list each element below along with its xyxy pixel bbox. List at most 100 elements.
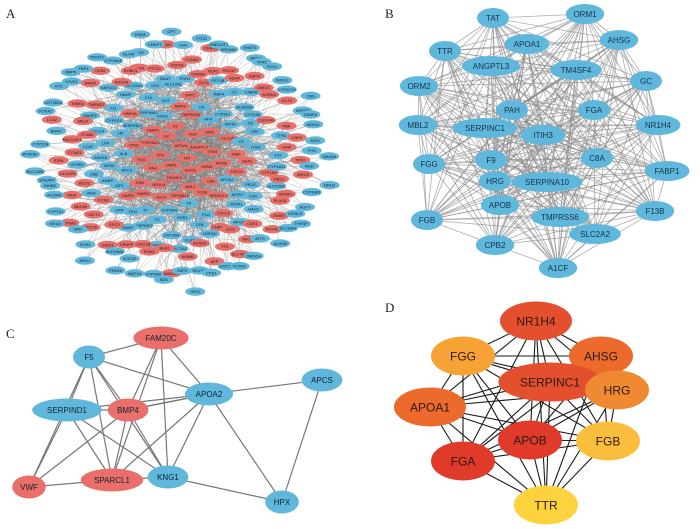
network-edge bbox=[417, 124, 559, 269]
node-label: CKS2 bbox=[95, 68, 106, 73]
node-cps1 bbox=[201, 268, 222, 278]
node-label: ORM1 bbox=[573, 10, 597, 19]
node-label: MDK bbox=[67, 193, 76, 198]
node-cfhr2 bbox=[67, 160, 88, 169]
node-hfe2 bbox=[185, 287, 206, 296]
node-label: F13B bbox=[645, 207, 664, 216]
node-a1cf bbox=[538, 258, 578, 278]
node-kng1 bbox=[152, 111, 173, 121]
network-edge bbox=[167, 393, 210, 478]
node-label: APOB bbox=[489, 201, 511, 210]
network-edge bbox=[96, 104, 106, 144]
node-label: VTN bbox=[151, 83, 159, 88]
node-label: CPB2 bbox=[129, 143, 140, 148]
node-label: ECT2 bbox=[282, 98, 293, 103]
node-cndp1 bbox=[144, 40, 165, 49]
node-label: CDC20 bbox=[84, 225, 98, 230]
node-label: THRSP bbox=[294, 221, 308, 226]
node-label: SLC10A1 bbox=[165, 82, 183, 87]
node-label: SRD5A2 bbox=[221, 47, 237, 52]
node-nr1i3 bbox=[44, 219, 65, 228]
network-edge bbox=[426, 17, 494, 221]
node-label: HPR bbox=[115, 207, 124, 212]
network-edge bbox=[203, 82, 280, 216]
node-hamp bbox=[115, 90, 136, 99]
network-edge bbox=[418, 85, 428, 221]
network-edge bbox=[28, 356, 90, 488]
node-label: GC bbox=[640, 77, 652, 86]
node-ccna2 bbox=[181, 55, 202, 64]
node-label: FGB bbox=[136, 180, 145, 185]
node-apob bbox=[480, 195, 520, 215]
node-label: HRG bbox=[486, 177, 504, 186]
node-apoa1 bbox=[504, 34, 550, 54]
network-edge bbox=[490, 80, 647, 161]
node-gc bbox=[157, 131, 178, 141]
node-apoe bbox=[99, 161, 120, 170]
node-label: HPD bbox=[74, 227, 83, 232]
node-f9 bbox=[165, 122, 186, 131]
node-label: TTR bbox=[534, 498, 558, 512]
node-label: HGFAC bbox=[203, 231, 217, 236]
network-edge bbox=[189, 94, 306, 208]
network-edge bbox=[428, 109, 595, 165]
node-apcs bbox=[301, 368, 343, 392]
network-edge bbox=[546, 109, 595, 183]
node-plac8 bbox=[269, 196, 290, 205]
node-label: F10 bbox=[145, 95, 153, 100]
network-edge bbox=[418, 85, 595, 111]
network-edge bbox=[191, 125, 287, 241]
node-label: PAH bbox=[149, 165, 157, 170]
node-apcs bbox=[116, 166, 137, 175]
node-kng1 bbox=[147, 465, 189, 489]
network-edge bbox=[418, 85, 659, 126]
node-label: APOH bbox=[225, 122, 236, 127]
node-pttg1 bbox=[144, 64, 165, 73]
node-label: MELK bbox=[78, 118, 89, 123]
node-label: SERPINC1 bbox=[465, 124, 506, 133]
network-edge bbox=[535, 320, 547, 506]
network-edge bbox=[281, 379, 323, 503]
node-label: SERPINA10 bbox=[167, 193, 190, 198]
node-label: TTK bbox=[221, 244, 229, 249]
network-edge bbox=[499, 204, 656, 212]
node-label: AHSG bbox=[185, 168, 196, 173]
node-label: NR1H4 bbox=[152, 182, 166, 187]
panel-a-network: TATORM1APOA1AHSGTTRANGPTL3TM4SF4GCORM2PA… bbox=[20, 27, 340, 296]
network-edge bbox=[494, 157, 598, 246]
node-label: RBP4 bbox=[214, 91, 225, 96]
node-nr1h4 bbox=[500, 301, 572, 341]
node-label: CFB bbox=[196, 222, 204, 227]
node-dmgdh bbox=[243, 251, 264, 261]
node-f5 bbox=[73, 345, 105, 369]
node-cdk1 bbox=[242, 219, 263, 228]
node-ccnb1 bbox=[64, 148, 85, 157]
node-nr1h4 bbox=[148, 180, 169, 189]
node-label: LCN2 bbox=[47, 117, 58, 122]
node-foxm1 bbox=[262, 225, 283, 234]
node-ttr bbox=[429, 41, 461, 61]
network-edge bbox=[417, 124, 496, 182]
node-ttpa bbox=[270, 131, 291, 140]
node-robo1 bbox=[120, 66, 141, 75]
network-edge bbox=[203, 82, 240, 267]
node-shmt1 bbox=[239, 43, 260, 52]
node-crhbp bbox=[188, 69, 209, 79]
node-label: PBK bbox=[283, 123, 291, 128]
node-clec4g bbox=[255, 116, 276, 125]
panel-b-letter: B bbox=[385, 6, 394, 21]
node-ppara bbox=[105, 266, 126, 275]
network-edge bbox=[490, 13, 586, 161]
node-serpind1 bbox=[122, 121, 143, 130]
node-label: TMPRSS6 bbox=[541, 213, 579, 222]
node-label: CYP2E1 bbox=[215, 111, 231, 116]
node-bmp4 bbox=[170, 102, 191, 111]
node-label: ORM2 bbox=[407, 82, 431, 91]
node-label: PEG10 bbox=[223, 68, 237, 73]
node-f2 bbox=[147, 215, 168, 224]
node-orm2 bbox=[196, 162, 217, 171]
node-cks2 bbox=[90, 66, 111, 75]
node-adh4 bbox=[224, 73, 245, 83]
node-label: SERPINC1 bbox=[520, 375, 580, 389]
